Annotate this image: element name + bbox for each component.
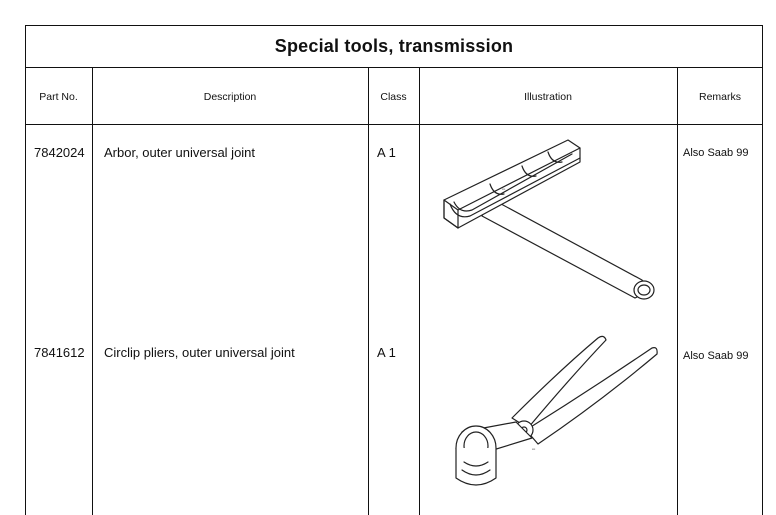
header-remarks: Remarks: [698, 90, 741, 103]
table-title: Special tools, transmission: [274, 35, 514, 56]
row1-description: Arbor, outer universal joint: [104, 145, 256, 160]
column-divider: [419, 68, 420, 515]
header-part-no: Part No.: [39, 90, 78, 103]
header-description: Description: [203, 90, 257, 103]
table-title-row: Special tools, transmission: [25, 25, 763, 68]
row2-part-no: 7841612: [34, 345, 85, 360]
row1-class: A 1: [377, 145, 396, 160]
table-header-row: [25, 68, 763, 125]
circlip-pliers-drawing: [455, 335, 658, 486]
illustration-ref-mark: ▪▪▪: [532, 447, 536, 451]
header-illustration: Illustration: [524, 90, 572, 103]
row1-remarks: Also Saab 99: [683, 147, 749, 159]
column-divider: [677, 68, 678, 515]
column-divider: [92, 68, 93, 515]
arbor-tool-drawing: [443, 139, 655, 300]
column-divider: [368, 68, 369, 515]
row2-description: Circlip pliers, outer universal joint: [104, 345, 295, 360]
row2-class: A 1: [377, 345, 396, 360]
header-class: Class: [380, 90, 407, 103]
row2-remarks: Also Saab 99: [683, 350, 749, 362]
table-frame: [25, 25, 763, 515]
row1-part-no: 7842024: [34, 145, 85, 160]
illustration-ref-mark: ▪▪▪: [502, 187, 506, 191]
